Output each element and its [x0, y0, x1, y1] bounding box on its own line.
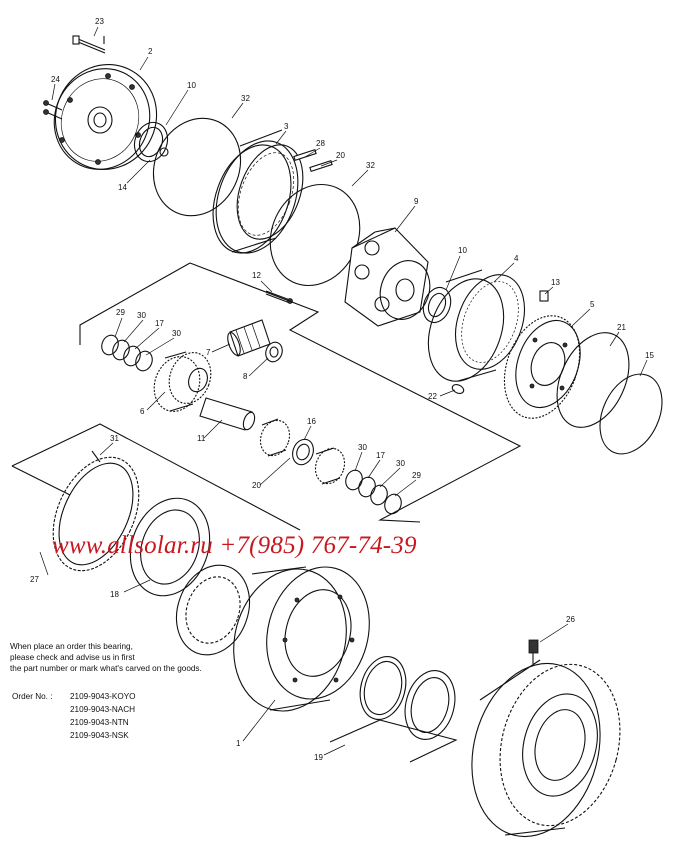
label-17-left: 17 — [155, 319, 164, 328]
note-line-3: the part number or mark what's carved on… — [10, 664, 202, 673]
part-21-snap-ring — [556, 332, 630, 428]
order-code-ntn: 2109-9043-NTN — [70, 718, 129, 727]
part-1-housing — [233, 566, 370, 712]
label-30-right-b: 30 — [396, 459, 405, 468]
order-code-nach: 2109-9043-NACH — [70, 705, 136, 714]
leader-lines — [39, 26, 648, 756]
label-10-lower: 10 — [458, 246, 467, 255]
part-27-seal-ring — [52, 456, 140, 572]
watermark-contact: www.allsolar.ru +7(985) 767-74-39 — [52, 532, 417, 559]
part-23-bolt — [72, 35, 106, 54]
part-28-pin — [293, 149, 317, 161]
label-28: 28 — [316, 139, 325, 148]
part-18-bearing — [129, 497, 251, 656]
label-5: 5 — [590, 300, 595, 309]
part-9-carrier — [344, 227, 431, 327]
note-line-1: When place an order this bearing, — [10, 642, 133, 651]
part-number-labels: 23 2 24 10 32 14 3 28 20 32 9 12 10 4 13… — [30, 17, 654, 762]
part-10-thrust-ring-upper — [133, 121, 169, 163]
label-19: 19 — [314, 753, 323, 762]
order-numbers: Order No. : 2109-9043-KOYO 2109-9043-NACH… — [12, 690, 136, 742]
label-30-left-b: 30 — [172, 329, 181, 338]
order-label: Order No. : — [12, 692, 53, 701]
part-31-pin — [91, 450, 101, 463]
part-20-needle-bearing-right — [314, 447, 346, 485]
label-29-left: 29 — [116, 308, 125, 317]
part-2-cover — [53, 63, 158, 171]
label-14: 14 — [118, 183, 127, 192]
label-17-right: 17 — [376, 451, 385, 460]
label-23: 23 — [95, 17, 104, 26]
order-code-nsk: 2109-9043-NSK — [70, 731, 129, 740]
label-21: 21 — [617, 323, 626, 332]
part-4-drum — [427, 269, 525, 382]
part-11-pin-shaft — [199, 397, 256, 431]
order-code-koyo: 2109-9043-KOYO — [70, 692, 136, 701]
label-2: 2 — [148, 47, 153, 56]
left-washer-stack — [101, 334, 153, 372]
part-14-plug — [159, 147, 169, 157]
label-11: 11 — [197, 434, 206, 443]
part-3-ring-gear — [212, 129, 304, 254]
label-4: 4 — [514, 254, 519, 263]
label-12: 12 — [252, 271, 261, 280]
label-10-upper: 10 — [187, 81, 196, 90]
label-30-right-a: 30 — [358, 443, 367, 452]
label-31: 31 — [110, 434, 119, 443]
part-19-seal-rings — [329, 656, 458, 763]
label-8: 8 — [243, 372, 248, 381]
part-15-snap-ring — [599, 373, 663, 455]
label-3: 3 — [284, 122, 289, 131]
part-13-pin — [539, 290, 549, 302]
note-line-2: please check and advise us in first — [10, 653, 135, 662]
part-24-bolts — [43, 100, 63, 120]
label-16: 16 — [307, 417, 316, 426]
label-26: 26 — [566, 615, 575, 624]
label-20-lower: 20 — [252, 481, 261, 490]
part-6-planet-gear — [153, 351, 212, 412]
part-20-needle-bearing-left — [259, 418, 291, 457]
label-13: 13 — [551, 278, 560, 287]
part-5-sprocket-hub — [503, 315, 581, 419]
label-32-lower: 32 — [366, 161, 375, 170]
label-9: 9 — [414, 197, 419, 206]
label-32-upper: 32 — [241, 94, 250, 103]
part-26-bolt — [528, 639, 539, 664]
label-20-upper: 20 — [336, 151, 345, 160]
label-27: 27 — [30, 575, 39, 584]
label-1: 1 — [236, 739, 241, 748]
part-10-thrust-ring-lower — [422, 286, 452, 324]
label-7: 7 — [206, 348, 211, 357]
label-22: 22 — [428, 392, 437, 401]
part-7-shaft — [227, 319, 271, 357]
label-29-right: 29 — [412, 471, 421, 480]
label-18: 18 — [110, 590, 119, 599]
right-washer-stack — [345, 469, 402, 515]
part-8-spacer — [265, 341, 283, 363]
label-30-left-a: 30 — [137, 311, 146, 320]
final-drive-housing — [471, 659, 621, 838]
part-16-spacer — [292, 438, 314, 466]
planet-group-outline — [79, 262, 522, 523]
label-24: 24 — [51, 75, 60, 84]
label-6: 6 — [140, 407, 145, 416]
part-32-oring-upper — [152, 117, 242, 217]
lower-group-outline — [11, 423, 301, 531]
label-15: 15 — [645, 351, 654, 360]
part-22-bolt — [451, 384, 465, 394]
bearing-order-note: When place an order this bearing, please… — [10, 641, 202, 674]
